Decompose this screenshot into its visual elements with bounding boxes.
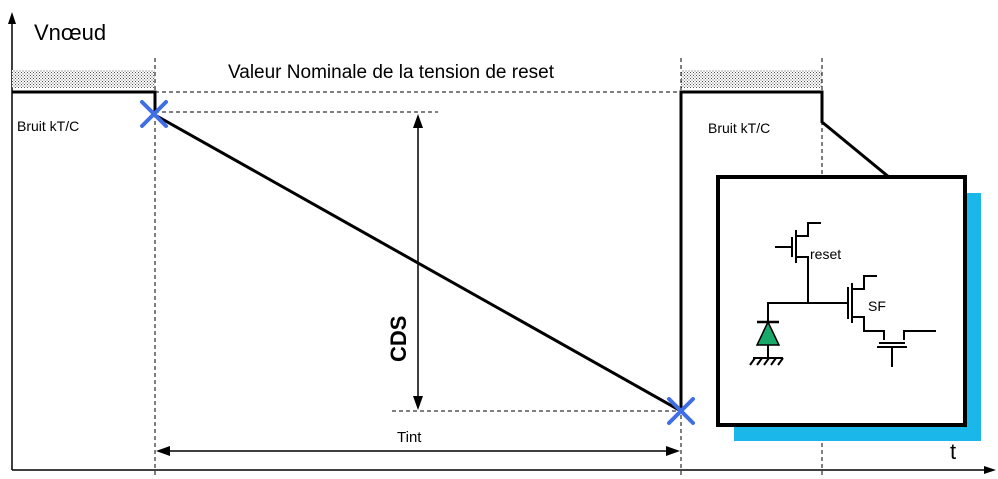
cross-icon: [667, 397, 695, 425]
noise-band-right: [681, 70, 822, 88]
cds-label: CDS: [386, 316, 411, 362]
ground-icon: [749, 357, 784, 366]
axes: [8, 12, 996, 474]
y-axis-arrow: [8, 12, 16, 24]
reset-transistor-label: reset: [810, 246, 841, 262]
sf-transistor-label: SF: [868, 298, 886, 314]
inset-frame: [716, 175, 967, 427]
noise-label-right: Bruit kT/C: [708, 120, 770, 136]
x-axis-label: t: [950, 439, 956, 464]
y-axis-label: Vnœud: [34, 20, 106, 45]
photodiode-icon: [755, 320, 781, 346]
pixel-schematic-inset: reset SF: [716, 175, 981, 441]
cross-icon: [140, 100, 168, 128]
tint-arrow: [156, 446, 680, 456]
voltage-trace: [12, 90, 891, 414]
cds-arrow: [413, 114, 423, 410]
x-axis-arrow: [984, 466, 996, 474]
nominal-reset-label: Valeur Nominale de la tension de reset: [228, 62, 555, 83]
noise-label-left: Bruit kT/C: [17, 118, 79, 134]
noise-band-left: [12, 70, 155, 88]
tint-label: Tint: [397, 429, 422, 446]
